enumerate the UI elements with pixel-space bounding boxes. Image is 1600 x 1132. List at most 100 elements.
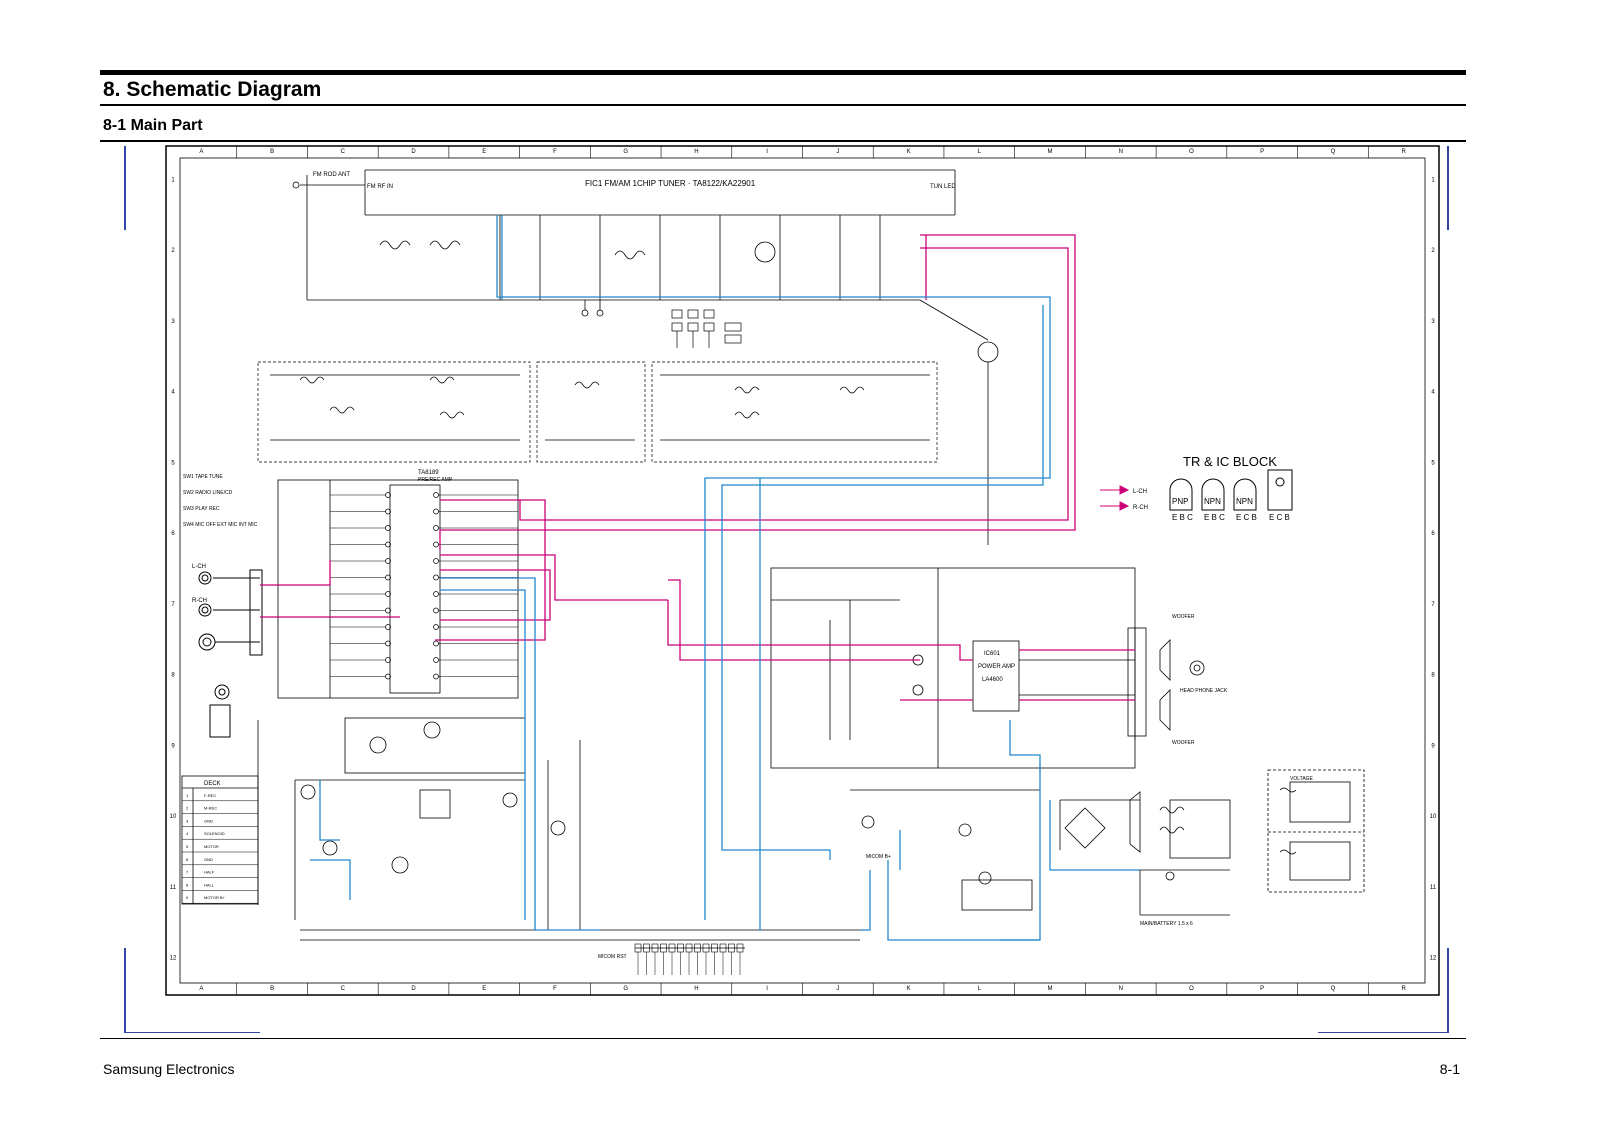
deck-row-number: 9 xyxy=(186,895,189,900)
deck-row-label: SOLENOID xyxy=(204,831,225,836)
crop-mark-left-hbar xyxy=(124,1032,260,1033)
footer-page-number: 8-1 xyxy=(1439,1061,1460,1077)
deck-row-number: 7 xyxy=(186,870,189,875)
power-amp-ic-label: IC601 xyxy=(984,651,1001,657)
grid-col-G-bottom: G xyxy=(623,986,628,992)
voltage-selector xyxy=(1267,769,1365,893)
tuner-title: FIC1 FM/AM 1CHIP TUNER · TA8122/KA22901 xyxy=(585,179,756,188)
woofer-top-label: WOOFER xyxy=(1172,614,1195,620)
preamp-pin-right xyxy=(433,607,439,614)
preamp-pin-right xyxy=(433,525,439,531)
grid-col-M-bottom: M xyxy=(1048,986,1053,992)
voltage-label: VOLTAGE xyxy=(1290,776,1314,782)
grid-col-R-bottom: R xyxy=(1401,986,1406,992)
band-switch-block xyxy=(671,309,742,348)
preamp-pin-right xyxy=(433,492,439,498)
grid-row-4-right: 4 xyxy=(1431,390,1435,396)
tr2-type: NPN xyxy=(1204,497,1221,506)
preamp-block xyxy=(277,479,519,699)
deck-table xyxy=(181,775,259,905)
power-supply-section xyxy=(850,789,1231,916)
deck-row-label: HALF xyxy=(204,870,215,875)
grid-col-D-top: D xyxy=(411,149,416,155)
micom-bplus-label: MICOM B+ xyxy=(866,854,891,860)
preamp-ic-label: TA8189 xyxy=(418,470,439,476)
deck-label: DECK xyxy=(204,781,221,787)
grid-col-C-bottom: C xyxy=(341,986,346,992)
top-thick-rule xyxy=(100,70,1466,75)
preamp-pin-right xyxy=(433,657,439,663)
l-ch-output-label: L-CH xyxy=(1133,489,1147,495)
preamp-pin-right xyxy=(433,541,439,548)
grid-col-M-top: M xyxy=(1048,149,1053,155)
fm-rod-ant-label: FM ROD ANT xyxy=(313,172,350,178)
preamp-pin-right xyxy=(433,624,439,630)
preamp-pin-right xyxy=(433,508,439,515)
preamp-pin-right xyxy=(433,640,439,647)
grid-row-1-left: 1 xyxy=(171,177,175,183)
section-title: 8-1 Main Part xyxy=(103,117,203,134)
deck-row-label: M-REC xyxy=(204,806,217,811)
grid-col-K-bottom: K xyxy=(907,986,911,992)
grid-col-Q-top: Q xyxy=(1331,149,1336,155)
if-coil-blocks xyxy=(257,361,938,463)
grid-col-O-top: O xyxy=(1189,149,1194,155)
grid-row-9-right: 9 xyxy=(1431,743,1435,749)
grid-col-L-bottom: L xyxy=(978,986,982,992)
grid-row-11-right: 11 xyxy=(1430,885,1437,891)
grid-row-12-left: 12 xyxy=(170,956,177,962)
footer-rule xyxy=(100,1038,1466,1039)
preamp-pin-right xyxy=(433,558,439,564)
grid-row-8-right: 8 xyxy=(1431,673,1435,679)
tun-led-label: TUN LED xyxy=(930,184,956,190)
deck-row-number: 3 xyxy=(186,818,189,823)
section-rule xyxy=(100,140,1466,142)
grid-col-J-top: J xyxy=(836,149,839,155)
preamp-pins xyxy=(330,492,518,680)
signal-path-magenta xyxy=(260,234,1135,701)
deck-row-number: 1 xyxy=(186,793,189,798)
deck-row-number: 8 xyxy=(186,882,189,887)
tr2-pins: E B C xyxy=(1204,513,1225,522)
mic-and-deck-circuits xyxy=(257,717,860,941)
grid-row-6-right: 6 xyxy=(1431,531,1435,537)
power-amp-part-label: LA4600 xyxy=(982,677,1003,683)
tr4-pins: E C B xyxy=(1269,513,1290,522)
deck-row-number: 5 xyxy=(186,844,189,849)
crop-mark-right-bottom xyxy=(1447,948,1449,1032)
grid-row-10-left: 10 xyxy=(170,814,177,820)
grid-col-P-top: P xyxy=(1260,149,1264,155)
grid-col-E-top: E xyxy=(482,149,486,155)
tr1-pins: E B C xyxy=(1172,513,1193,522)
title-rule xyxy=(100,104,1466,106)
grid-col-L-top: L xyxy=(978,149,982,155)
schematic-frame xyxy=(165,145,1440,996)
grid-col-I-bottom: I xyxy=(766,986,768,992)
deck-row-number: 6 xyxy=(186,857,189,862)
tr-ic-block-title: TR & IC BLOCK xyxy=(1183,454,1277,469)
grid-row-1-right: 1 xyxy=(1431,177,1435,183)
crop-mark-left-bottom xyxy=(124,948,126,1032)
tr3-pins: E C B xyxy=(1236,513,1257,522)
grid-row-5-right: 5 xyxy=(1431,460,1435,466)
preamp-sub-label: PRE/REC AMP xyxy=(418,477,453,483)
grid-col-A-bottom: A xyxy=(199,986,203,992)
woofer-bottom-label: WOOFER xyxy=(1172,740,1195,746)
crop-mark-right-top xyxy=(1447,146,1449,230)
grid-row-7-right: 7 xyxy=(1431,602,1435,608)
grid-col-K-top: K xyxy=(907,149,911,155)
tr3-type: NPN xyxy=(1236,497,1253,506)
deck-row-label: MOTOR xyxy=(204,844,219,849)
deck-row-label: GND xyxy=(204,857,213,862)
micom-rst-connector xyxy=(634,943,745,975)
grid-col-P-bottom: P xyxy=(1260,986,1264,992)
switch-label-4: SW4 MIC OFF EXT MIC INT MIC xyxy=(183,522,258,528)
fm-rf-in-label: FM RF IN xyxy=(367,184,393,190)
footer-company: Samsung Electronics xyxy=(103,1061,235,1077)
grid-col-Q-bottom: Q xyxy=(1331,986,1336,992)
grid-row-12-right: 12 xyxy=(1430,956,1437,962)
grid-col-B-top: B xyxy=(270,149,274,155)
deck-row-number: 2 xyxy=(186,806,189,811)
